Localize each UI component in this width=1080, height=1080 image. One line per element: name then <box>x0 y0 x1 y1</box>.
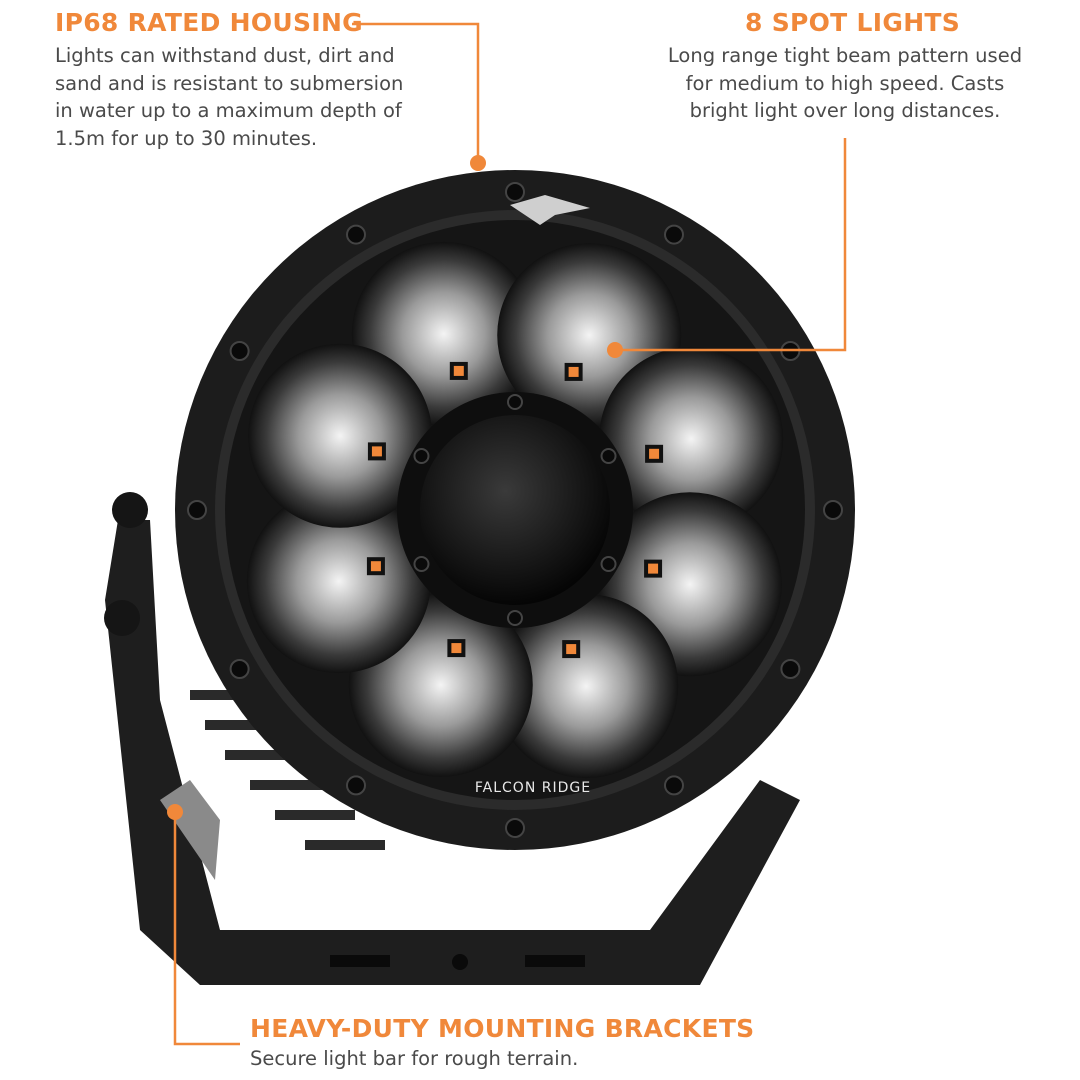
screw-icon <box>664 775 684 796</box>
screw-icon <box>780 659 801 679</box>
center-lens <box>420 415 610 605</box>
reflector-cup <box>494 594 679 779</box>
screw-icon <box>346 224 366 245</box>
screw-icon <box>600 556 617 572</box>
led-chip <box>568 366 579 377</box>
led-chip <box>648 563 659 574</box>
callout-dot <box>607 342 623 358</box>
led-chip <box>371 446 382 457</box>
screw-icon <box>413 556 430 572</box>
screw-icon <box>229 659 250 679</box>
spot-light-reflectors <box>246 241 784 779</box>
desc-line: Long range tight beam pattern used <box>667 44 1023 67</box>
feature-desc-spot-lights: Long range tight beam pattern used for m… <box>645 42 1045 125</box>
desc-line: 1.5m for up to 30 minutes. <box>55 126 318 150</box>
desc-line: bright light over long distances. <box>689 99 1001 122</box>
screw-icon <box>507 610 523 626</box>
screw-icon <box>823 500 843 520</box>
screw-icon <box>507 394 523 410</box>
led-chip <box>649 448 660 459</box>
feature-title-ip68: IP68 RATED HOUSING <box>55 8 363 37</box>
screw-icon <box>600 448 617 464</box>
feature-title-brackets: HEAVY-DUTY MOUNTING BRACKETS <box>250 1014 755 1043</box>
feature-title-spot-lights: 8 SPOT LIGHTS <box>745 8 961 37</box>
callout-lines <box>173 22 847 1046</box>
desc-line: sand and is resistant to submersion <box>55 71 404 95</box>
desc-line: for medium to high speed. Casts <box>685 71 1005 95</box>
reflector-cup <box>248 343 433 528</box>
screw-icon <box>187 500 207 520</box>
callout-dot <box>167 804 183 820</box>
screw-icon <box>505 818 525 838</box>
desc-line: in water up to a maximum depth of <box>55 99 402 122</box>
led-chip <box>451 643 462 654</box>
screw-icon <box>505 182 525 202</box>
feature-desc-brackets: Secure light bar for rough terrain. <box>250 1045 578 1073</box>
brand-name: FALCON RIDGE <box>475 780 591 796</box>
screw-icon <box>346 775 366 796</box>
desc-line: Secure light bar for rough terrain. <box>250 1047 579 1070</box>
desc-line: Lights can withstand dust, dirt and <box>55 44 395 67</box>
led-chip <box>566 644 577 655</box>
screw-icon <box>664 224 684 245</box>
feature-desc-ip68: Lights can withstand dust, dirt and sand… <box>55 42 403 152</box>
brand-logo-icon <box>510 195 590 225</box>
screw-icon <box>413 448 430 464</box>
reflector-cup <box>599 346 784 531</box>
led-chip <box>453 365 464 376</box>
reflector-cup <box>246 489 431 674</box>
callout-dot <box>470 155 486 171</box>
led-chip <box>370 561 381 572</box>
screw-icon <box>229 341 250 361</box>
